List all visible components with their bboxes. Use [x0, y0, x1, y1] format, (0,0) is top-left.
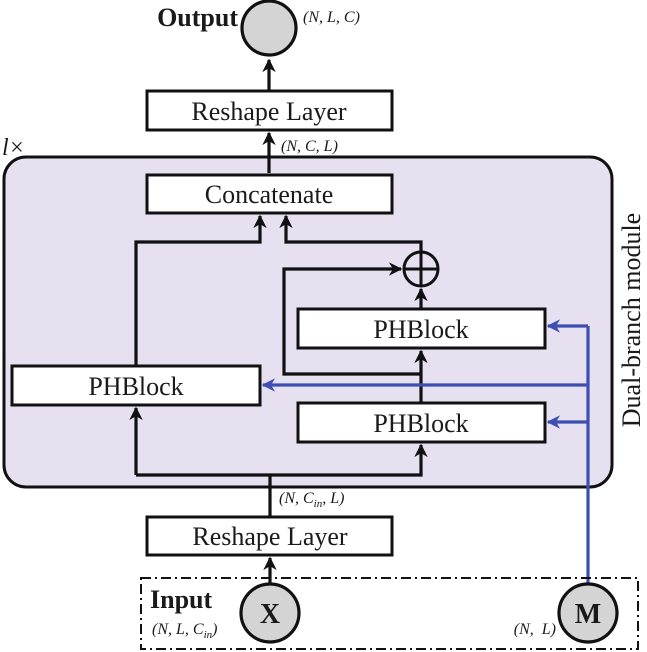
- x-shape: (N, L, Cin): [152, 621, 217, 641]
- module-side-label: Dual-branch module: [617, 213, 646, 427]
- concatenate-box: [145, 173, 394, 215]
- input-group: [140, 577, 639, 650]
- phblock-left-label: PHBlock: [88, 372, 183, 401]
- output-shape: (N, L, C): [303, 9, 360, 26]
- input-x-letter: X: [260, 599, 280, 630]
- input-x-node: [239, 582, 301, 644]
- phblock-right-top-label: PHBlock: [373, 315, 468, 344]
- repeat-label: l×: [2, 135, 25, 161]
- reshape-layer-top: [145, 89, 394, 132]
- right-branch-to-concat: [279, 214, 423, 254]
- reshape-layer-bottom: [145, 515, 394, 557]
- input-m-node: [557, 582, 619, 644]
- output-node: [240, 0, 298, 57]
- input-label: Input: [150, 585, 212, 614]
- shape-ncl: (N, C, L): [281, 138, 338, 155]
- output-label: Output: [157, 3, 238, 32]
- arrow-split-to-right: [136, 443, 428, 477]
- reshape-layer-top-label: Reshape Layer: [191, 97, 347, 126]
- input-m-letter: M: [575, 599, 601, 630]
- m-shape: (N, L): [514, 621, 556, 638]
- reshape-layer-bottom-label: Reshape Layer: [192, 522, 348, 551]
- concatenate-label: Concatenate: [205, 180, 334, 209]
- phblock-left: [10, 364, 262, 407]
- residual-skip-wire: [282, 262, 421, 376]
- left-branch-to-concat: [134, 214, 267, 367]
- phblock-right-top: [296, 307, 547, 350]
- phblock-right-bottom-label: PHBlock: [373, 409, 468, 438]
- phblock-right-bottom: [296, 401, 547, 444]
- shape-ncinl: (N, Cin, L): [279, 490, 344, 510]
